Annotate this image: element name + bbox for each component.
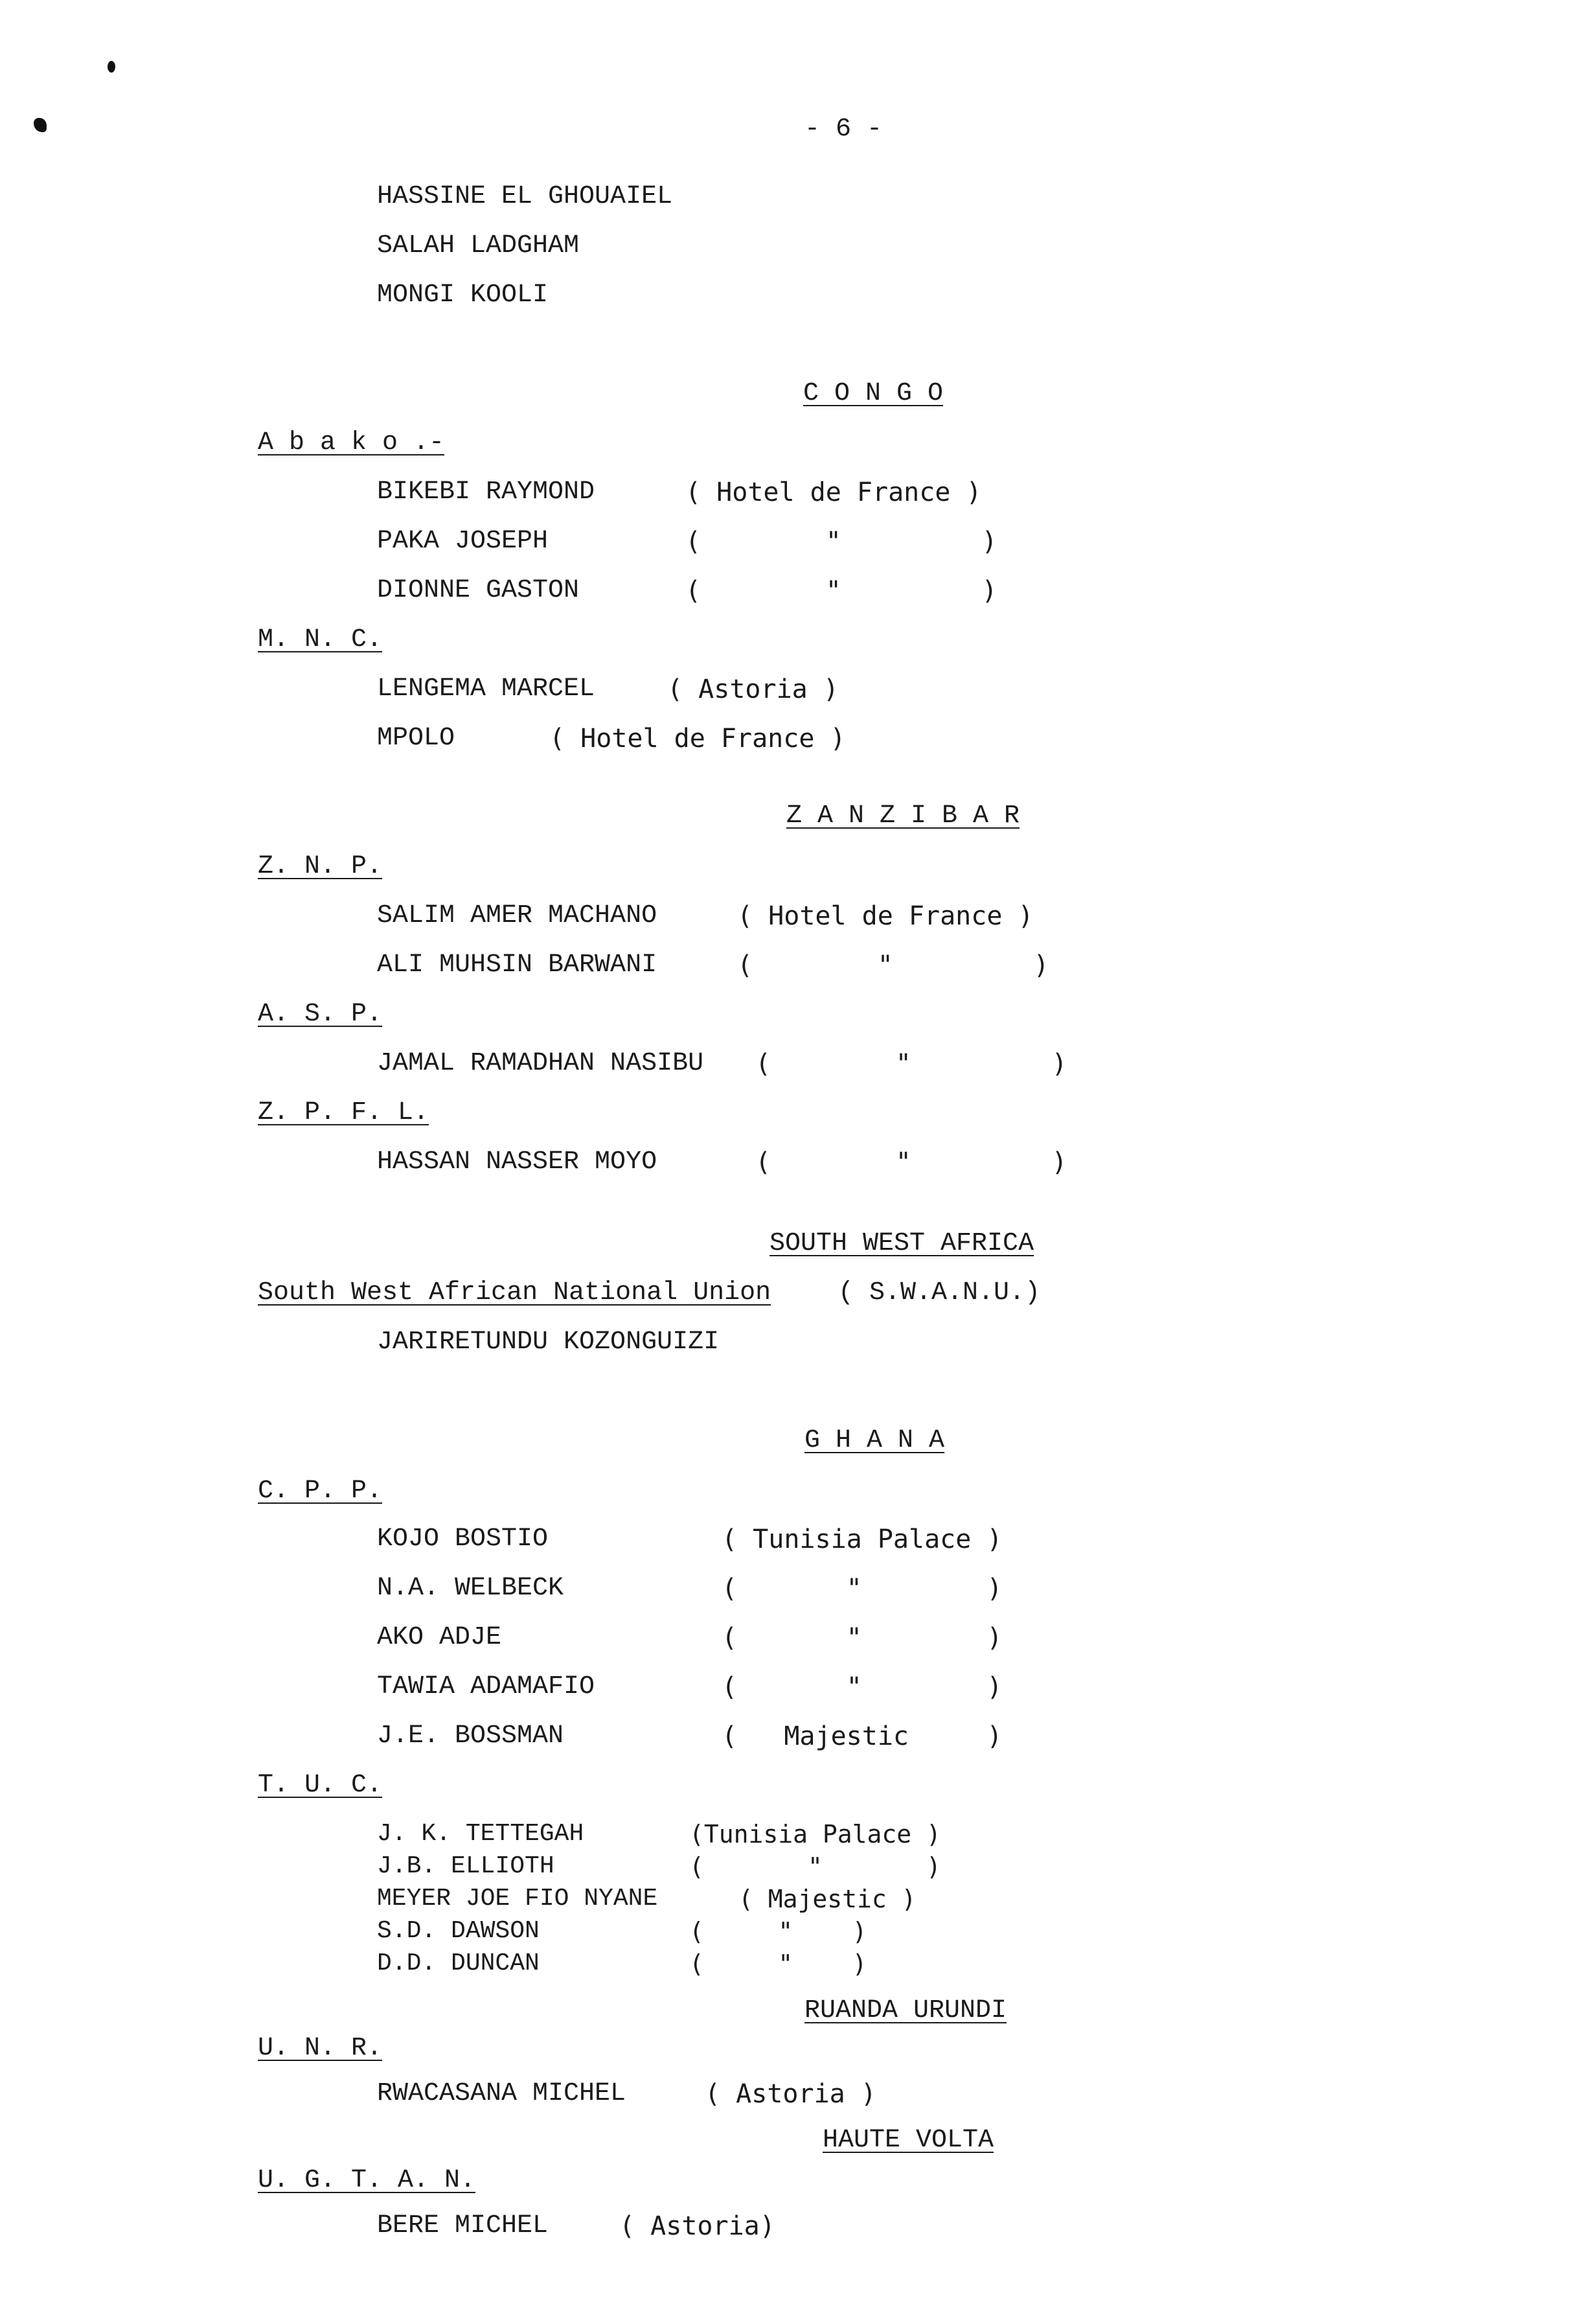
party-label-unr: U. N. R.: [258, 2034, 383, 2063]
section-heading-ruanda-urundi: RUANDA URUNDI: [804, 1996, 1007, 2025]
delegate-hotel: ( Majestic ): [722, 1721, 1003, 1751]
delegate-name: RWACASANA MICHEL: [377, 2079, 626, 2108]
delegate-hotel: ( Majestic ): [738, 1885, 917, 1913]
section-heading-ghana: G H A N A: [804, 1426, 945, 1455]
party-label-abako: A b a k o .-: [258, 428, 445, 457]
delegate-name: KOJO BOSTIO: [377, 1525, 549, 1554]
delegate-hotel: ( " ): [722, 1574, 1003, 1604]
delegate-hotel: (Tunisia Palace ): [689, 1820, 941, 1848]
delegate-hotel: ( " ): [689, 1917, 867, 1946]
party-label-znp: Z. N. P.: [258, 852, 383, 881]
delegate-hotel: ( " ): [722, 1623, 1003, 1653]
margin-ink-mark: [34, 118, 47, 132]
delegate-name: LENGEMA MARCEL: [377, 674, 595, 704]
delegate-hotel: ( Astoria ): [705, 2079, 876, 2109]
delegate-hotel: ( Astoria): [619, 2211, 775, 2241]
delegate-hotel: ( " ): [685, 527, 998, 557]
party-label-ugtan: U. G. T. A. N.: [258, 2166, 476, 2195]
delegate-hotel: ( " ): [755, 1049, 1067, 1079]
delegate-hotel: ( Hotel de France ): [549, 724, 846, 754]
delegate-hotel: ( " ): [689, 1950, 867, 1978]
delegate-name: ALI MUHSIN BARWANI: [377, 950, 657, 980]
delegate-name: AKO ADJE: [377, 1623, 502, 1652]
section-heading-haute-volta: HAUTE VOLTA: [823, 2126, 994, 2155]
delegate-name: SALIM AMER MACHANO: [377, 901, 657, 930]
delegate-hotel: ( " ): [685, 576, 998, 606]
delegate-hotel: ( Astoria ): [667, 674, 839, 704]
delegate-hotel: ( Hotel de France ): [737, 901, 1034, 931]
delegate-name: BIKEBI RAYMOND: [377, 478, 595, 507]
org-abbreviation: ( S.W.A.N.U.): [838, 1278, 1041, 1307]
top-name: MONGI KOOLI: [377, 281, 549, 310]
delegate-hotel: ( " ): [722, 1672, 1003, 1702]
delegate-name: BERE MICHEL: [377, 2211, 549, 2240]
delegate-name: JAMAL RAMADHAN NASIBU: [377, 1049, 704, 1078]
delegate-hotel: ( Hotel de France ): [685, 478, 982, 507]
party-label-zpfl: Z. P. F. L.: [258, 1098, 429, 1127]
delegate-name: PAKA JOSEPH: [377, 527, 549, 556]
party-label-cpp: C. P. P.: [258, 1477, 383, 1506]
section-heading-zanzibar: Z A N Z I B A R: [786, 801, 1020, 831]
delegate-name: D.D. DUNCAN: [377, 1950, 540, 1977]
party-label-mnc: M. N. C.: [258, 625, 383, 654]
delegate-name: S.D. DAWSON: [377, 1917, 540, 1945]
delegate-hotel: ( " ): [737, 950, 1049, 980]
org-label-swanu: South West African National Union: [258, 1278, 771, 1307]
party-label-tuc: T. U. C.: [258, 1771, 383, 1800]
delegate-hotel: ( " ): [689, 1852, 941, 1881]
delegate-name: J.E. BOSSMAN: [377, 1721, 564, 1751]
delegate-name: DIONNE GASTON: [377, 576, 580, 605]
party-label-asp: A. S. P.: [258, 1000, 383, 1029]
delegate-name: N.A. WELBECK: [377, 1574, 564, 1603]
margin-ink-mark: [108, 61, 115, 73]
top-name: SALAH LADGHAM: [377, 231, 580, 260]
page-number: - 6 -: [804, 115, 883, 144]
top-name: HASSINE EL GHOUAIEL: [377, 182, 673, 211]
delegate-name: MPOLO: [377, 724, 455, 753]
delegate-name: J. K. TETTEGAH: [377, 1820, 584, 1848]
delegate-name: TAWIA ADAMAFIO: [377, 1672, 595, 1701]
delegate-name: J.B. ELLIOTH: [377, 1852, 554, 1880]
section-heading-south-west-africa: SOUTH WEST AFRICA: [770, 1229, 1034, 1258]
delegate-hotel: ( Tunisia Palace ): [722, 1525, 1003, 1554]
delegate-hotel: ( " ): [755, 1147, 1067, 1177]
delegate-name: MEYER JOE FIO NYANE: [377, 1885, 658, 1913]
delegate-name: JARIRETUNDU KOZONGUIZI: [377, 1328, 720, 1357]
delegate-name: HASSAN NASSER MOYO: [377, 1147, 657, 1177]
section-heading-congo: C O N G O: [803, 379, 944, 408]
